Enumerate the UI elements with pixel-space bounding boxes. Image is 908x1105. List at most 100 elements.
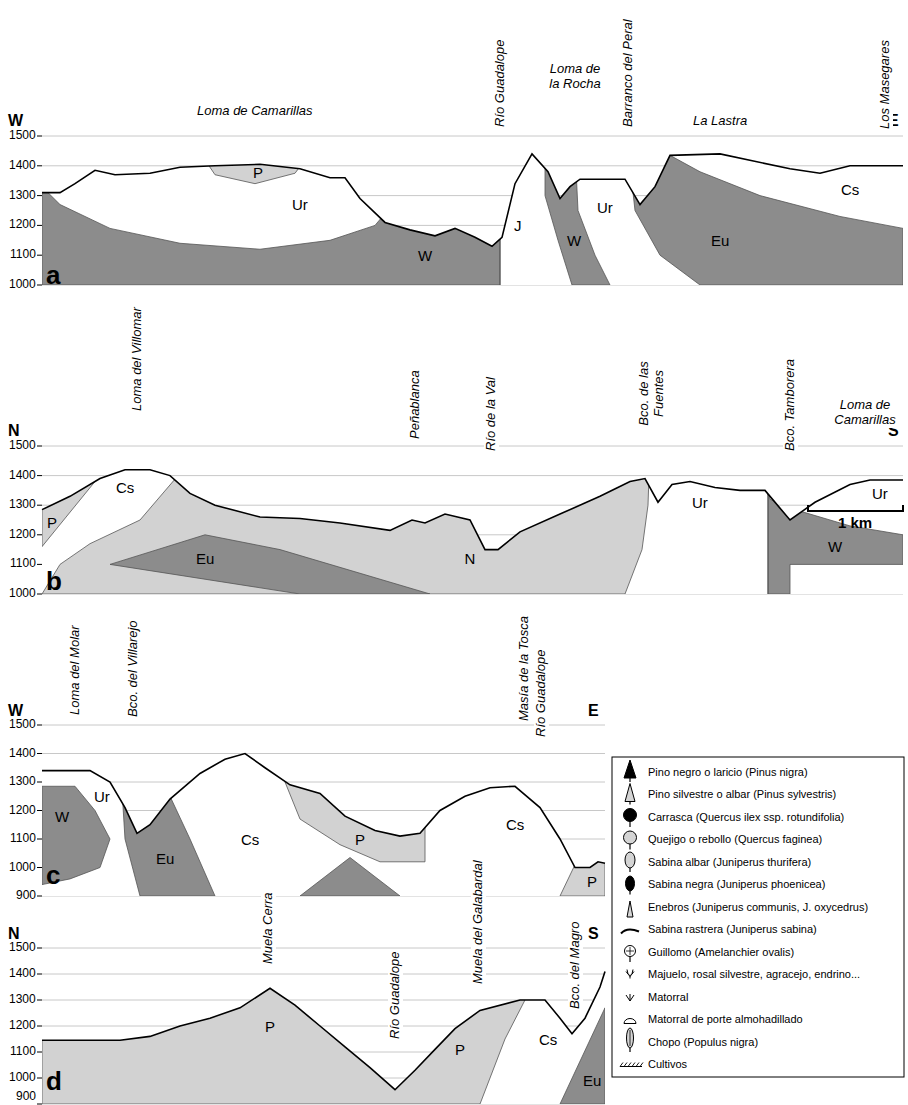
axis-tick — [37, 446, 42, 447]
scale-label: 1 km — [838, 514, 872, 531]
unit-label: P — [455, 1041, 465, 1058]
axis-tick — [37, 896, 42, 897]
place-name: Loma de la Rocha — [544, 62, 606, 92]
plant-crown — [624, 760, 636, 778]
scale-bar — [808, 505, 903, 511]
plant-crown — [624, 809, 637, 822]
axis-tick — [37, 974, 42, 975]
legend-label: Guillomo (Amelanchier ovalis) — [648, 946, 898, 959]
unit-label: P — [587, 873, 597, 890]
legend-label: Sabina negra (Juniperus phoenicea) — [648, 878, 898, 891]
axis-value: 1100 — [10, 832, 36, 846]
axis-value: 1500 — [9, 439, 36, 453]
grid-line — [42, 974, 605, 975]
unit-label: Eu — [583, 1072, 601, 1089]
unit-label: Eu — [156, 850, 174, 867]
plant-stroke — [626, 970, 634, 979]
legend-symbol — [626, 970, 634, 979]
place-name: Loma de Camarillas — [824, 398, 906, 428]
geologic-unit — [628, 148, 903, 285]
topographic-profile — [42, 754, 605, 868]
grid-line — [42, 782, 605, 783]
legend-label: Carrasca (Quercus ilex ssp. rotundifolia… — [648, 811, 898, 824]
panel-letter: b — [46, 568, 62, 594]
plant-crown — [625, 852, 635, 868]
grid-line — [42, 948, 605, 949]
legend-label: Sabina albar (Juniperus thurifera) — [648, 856, 898, 869]
axis-tick — [37, 725, 42, 726]
plant-stroke — [628, 1063, 631, 1067]
geologic-unit — [285, 725, 425, 862]
plant-stroke — [629, 957, 630, 963]
unit-label: P — [265, 1018, 275, 1035]
axis-value: 1100 — [10, 248, 36, 262]
plant-stroke — [629, 868, 630, 872]
plant-crown — [625, 946, 636, 957]
direction-label: S — [588, 925, 599, 943]
axis-tick — [37, 255, 42, 256]
axis-value: 1000 — [9, 1071, 36, 1085]
unit-label: J — [514, 217, 522, 234]
unit-label: Ur — [94, 788, 110, 805]
axis-tick — [37, 810, 42, 811]
legend-symbol — [620, 1063, 643, 1067]
axis-tick — [37, 782, 42, 783]
legend-symbol — [627, 1028, 634, 1052]
place-name: Bco. del Magro — [568, 921, 583, 1010]
legend-symbol — [626, 994, 634, 1001]
geology — [42, 725, 605, 896]
legend-symbol — [625, 784, 635, 805]
axis-tick — [37, 948, 42, 949]
axis-value: 1000 — [9, 587, 36, 601]
topographic-profile — [42, 154, 903, 246]
axis-value: 1500 — [9, 941, 36, 955]
unit-label: Ur — [872, 485, 888, 502]
axis-value: 1200 — [9, 528, 36, 542]
unit-label: Eu — [711, 232, 729, 249]
unit-label: Cs — [841, 181, 859, 198]
axis-value: 1300 — [9, 189, 36, 203]
axis-value: 1300 — [9, 498, 36, 512]
axis-tick — [37, 594, 42, 595]
cross-section — [37, 136, 903, 285]
axis-tick — [37, 195, 42, 196]
unit-label: W — [828, 538, 842, 555]
legend-symbol — [625, 946, 636, 963]
place-name: Barranco del Peral — [621, 18, 636, 128]
legend-symbol — [621, 929, 639, 933]
cross-section — [37, 948, 605, 1104]
plant-stroke — [620, 1066, 642, 1067]
axis-value: 1100 — [10, 557, 36, 571]
direction-label: N — [8, 422, 20, 440]
unit-label: W — [55, 808, 69, 825]
legend-label: Enebros (Juniperus communis, J. oxycedru… — [648, 901, 898, 914]
unit-label: Cs — [116, 479, 134, 496]
place-name: Bco. del Villarejo — [126, 619, 141, 718]
axis-value: 1200 — [9, 218, 36, 232]
geologic-unit — [42, 446, 650, 594]
legend-label: Chopo (Populus nigra) — [648, 1036, 898, 1049]
grid-line — [42, 725, 605, 726]
place-name: Bco. de las Fuentes — [637, 355, 667, 432]
legend-label: Cultivos — [648, 1058, 898, 1071]
place-name: Río Guadalope — [493, 39, 508, 128]
unit-label: P — [47, 514, 57, 531]
plant-crown — [627, 1028, 634, 1048]
cross-section — [37, 725, 605, 896]
axis-tick — [37, 534, 42, 535]
axis-value: 900 — [16, 1090, 36, 1104]
axis-tick — [37, 1078, 42, 1079]
unit-label: Ur — [692, 494, 708, 511]
plant-stroke — [632, 1063, 635, 1067]
legend-symbol — [624, 760, 636, 782]
place-name: Loma del Molar — [68, 624, 83, 716]
legend-symbol — [624, 1019, 636, 1024]
legend-label: Matorral — [648, 991, 898, 1004]
fault-line — [768, 492, 769, 594]
axis-value: 1000 — [9, 278, 36, 292]
grid-line — [42, 446, 903, 447]
legend-symbol — [627, 901, 633, 917]
place-name: Bco. Tamborera — [783, 358, 798, 452]
axis-tick — [37, 839, 42, 840]
